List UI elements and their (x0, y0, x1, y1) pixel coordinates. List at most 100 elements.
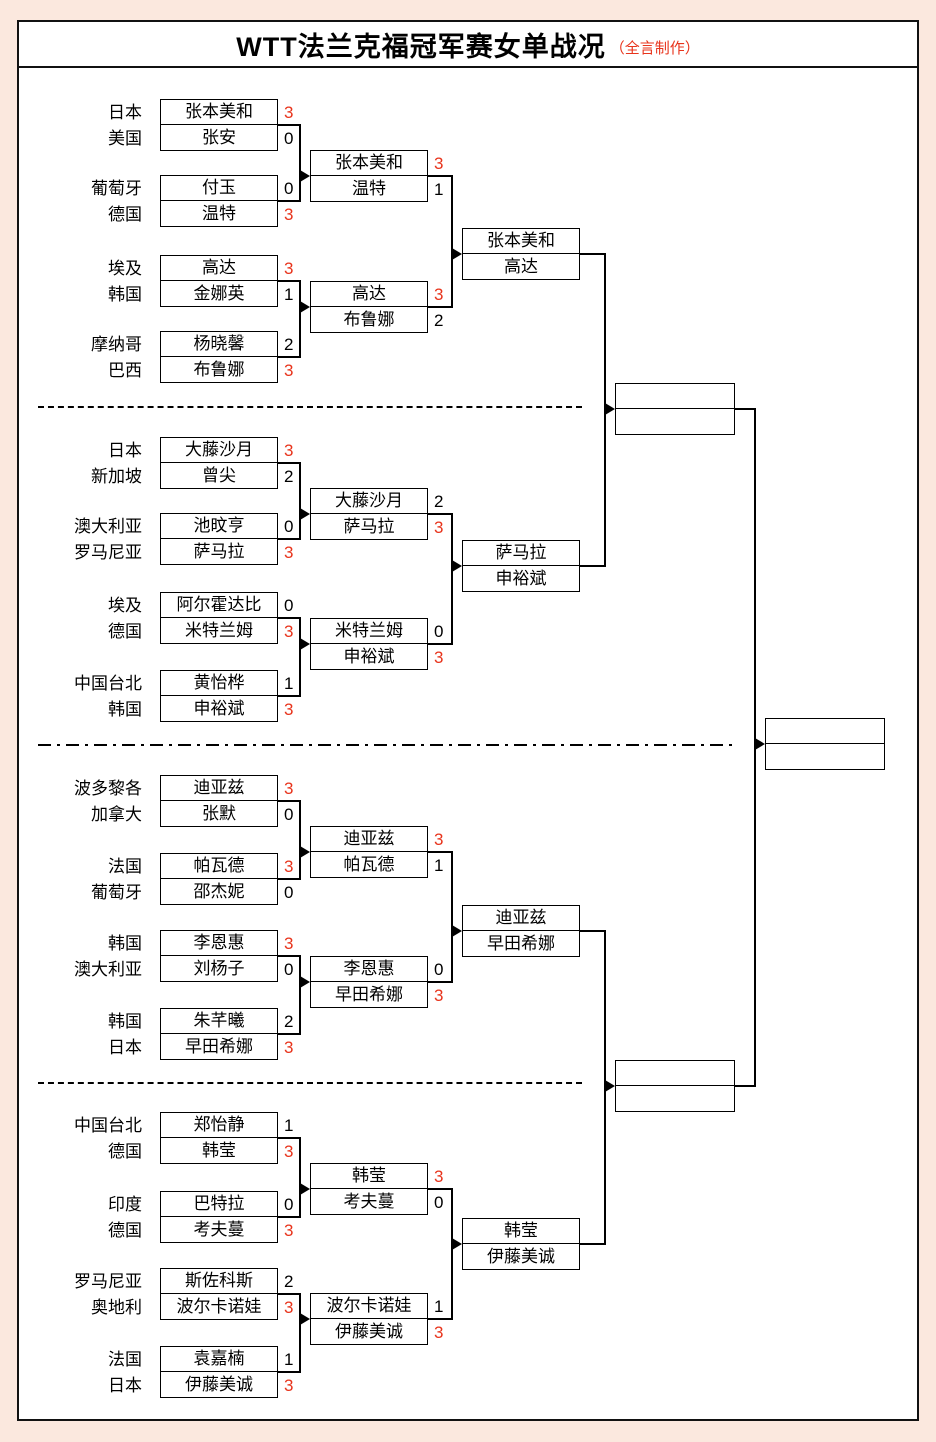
score-label: 3 (434, 285, 444, 304)
player-row: 早田希娜 3 (310, 982, 443, 1008)
player-row (615, 383, 735, 409)
match-r1-10: 法国 帕瓦德 3 葡萄牙 邵杰妮 0 (91, 853, 293, 905)
empty-player-box (765, 744, 885, 770)
connector-line (278, 200, 301, 202)
empty-player-box (615, 383, 735, 409)
match-r2-8: 波尔卡诺娃 1 伊藤美诚 3 (310, 1293, 443, 1345)
country-label: 韩国 (108, 700, 142, 719)
country-label: 葡萄牙 (91, 179, 142, 198)
player-row: 韩国 金娜英 1 (108, 281, 293, 307)
country-label: 罗马尼亚 (74, 543, 142, 562)
match-r3-2: 萨马拉 申裕斌 (462, 540, 580, 592)
connector-line (428, 175, 453, 177)
player-box: 布鲁娜 (160, 357, 278, 383)
match-r1-1: 日本 张本美和 3 美国 张安 0 (108, 99, 293, 151)
score-label: 3 (284, 857, 294, 876)
score-label: 3 (434, 1323, 444, 1342)
player-row: 法国 帕瓦德 3 (108, 853, 293, 879)
score-label: 3 (434, 986, 444, 1005)
score-label: 1 (284, 1116, 294, 1135)
player-row: 葡萄牙 邵杰妮 0 (91, 879, 293, 905)
semifinal-top-slot (615, 383, 735, 435)
player-box: 邵杰妮 (160, 879, 278, 905)
player-box: 早田希娜 (160, 1034, 278, 1060)
player-row: 中国台北 黄怡桦 1 (74, 670, 293, 696)
player-box: 大藤沙月 (310, 488, 428, 514)
match-r3-3: 迪亚兹 早田希娜 (462, 905, 580, 957)
score-label: 3 (434, 1167, 444, 1186)
empty-player-box (615, 1086, 735, 1112)
player-box: 温特 (310, 176, 428, 202)
connector-line (278, 356, 301, 358)
connector-line (278, 280, 301, 282)
match-r3-1: 张本美和 高达 (462, 228, 580, 280)
connector-line (278, 1293, 301, 1295)
country-label: 韩国 (108, 285, 142, 304)
player-box: 米特兰姆 (310, 618, 428, 644)
connector-arrow-icon (605, 1080, 615, 1092)
player-row: 日本 伊藤美诚 3 (108, 1372, 293, 1398)
connector-line (428, 643, 453, 645)
connector-arrow-icon (452, 1238, 462, 1250)
score-label: 0 (434, 1193, 444, 1212)
player-box: 李恩惠 (310, 956, 428, 982)
score-label: 3 (284, 1142, 294, 1161)
connector-line (278, 878, 301, 880)
player-box: 高达 (160, 255, 278, 281)
connector-arrow-icon (452, 248, 462, 260)
player-row: 申裕斌 (462, 566, 580, 592)
score-label: 3 (284, 700, 294, 719)
player-box: 袁嘉楠 (160, 1346, 278, 1372)
score-label: 3 (284, 934, 294, 953)
match-r1-15: 罗马尼亚 斯佐科斯 2 奥地利 波尔卡诺娃 3 (74, 1268, 293, 1320)
connector-line (278, 617, 301, 619)
connector-line (451, 851, 453, 983)
player-row: 韩莹 3 (310, 1163, 443, 1189)
player-box: 韩莹 (462, 1218, 580, 1244)
player-row: 罗马尼亚 萨马拉 3 (74, 539, 293, 565)
player-row: 高达 3 (310, 281, 443, 307)
match-r2-1: 张本美和 3 温特 1 (310, 150, 443, 202)
player-row: 澳大利亚 池旼亨 0 (74, 513, 293, 539)
player-box: 高达 (310, 281, 428, 307)
country-label: 罗马尼亚 (74, 1272, 142, 1291)
player-row: 申裕斌 3 (310, 644, 443, 670)
player-row: 张本美和 3 (310, 150, 443, 176)
title-bar: WTT法兰克福冠军赛女单战况 （全言制作） (17, 20, 919, 68)
section-divider (38, 744, 737, 746)
country-label: 埃及 (108, 596, 142, 615)
player-row: 日本 早田希娜 3 (108, 1034, 293, 1060)
score-label: 3 (434, 830, 444, 849)
player-box: 张本美和 (310, 150, 428, 176)
connector-line (580, 1243, 606, 1245)
player-row: 埃及 高达 3 (108, 255, 293, 281)
player-row: 波尔卡诺娃 1 (310, 1293, 443, 1319)
score-label: 3 (284, 1038, 294, 1057)
player-box: 帕瓦德 (310, 852, 428, 878)
player-box: 迪亚兹 (462, 905, 580, 931)
connector-line (299, 800, 301, 880)
connector-line (735, 1085, 756, 1087)
score-label: 3 (284, 622, 294, 641)
match-r2-3: 大藤沙月 2 萨马拉 3 (310, 488, 443, 540)
connector-line (278, 124, 301, 126)
country-label: 韩国 (108, 934, 142, 953)
player-row: 摩纳哥 杨晓馨 2 (91, 331, 293, 357)
connector-line (428, 513, 453, 515)
player-box: 迪亚兹 (160, 775, 278, 801)
final-slot (765, 718, 885, 770)
player-row: 中国台北 郑怡静 1 (74, 1112, 293, 1138)
page-title: WTT法兰克福冠军赛女单战况 (236, 31, 606, 62)
country-label: 加拿大 (91, 805, 142, 824)
player-box: 韩莹 (160, 1138, 278, 1164)
player-row: 日本 大藤沙月 3 (108, 437, 293, 463)
connector-arrow-icon (300, 1183, 310, 1195)
country-label: 印度 (108, 1195, 142, 1214)
player-row (615, 409, 735, 435)
player-box: 伊藤美诚 (160, 1372, 278, 1398)
connector-arrow-icon (300, 976, 310, 988)
player-row: 奥地利 波尔卡诺娃 3 (91, 1294, 293, 1320)
player-row (765, 718, 885, 744)
connector-line (299, 1137, 301, 1218)
player-row (615, 1086, 735, 1112)
